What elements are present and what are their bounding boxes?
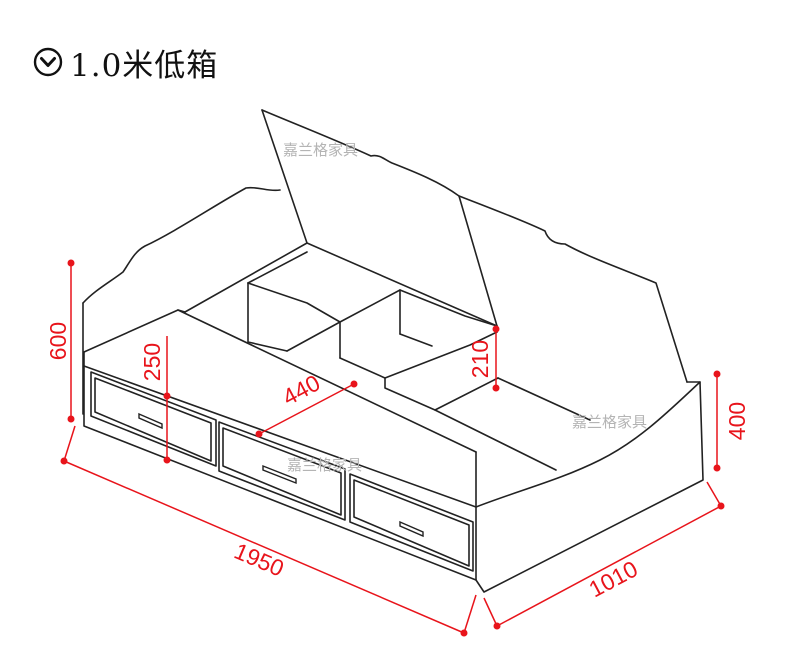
- watermarks: 嘉兰格家具 嘉兰格家具 嘉兰格家具: [283, 141, 647, 474]
- dim-label-1010: 1010: [585, 555, 642, 602]
- dimension-labels: 600 250 440 210 400 1950 1010: [45, 322, 750, 603]
- dimension-lines: [60, 259, 725, 637]
- dim-label-400: 400: [724, 402, 750, 440]
- bed-outline: [82, 109, 704, 593]
- page-title: 1.0米低箱: [32, 38, 218, 86]
- watermark-lid: 嘉兰格家具: [283, 141, 358, 159]
- title-text: 1.0米低箱: [70, 47, 219, 84]
- dim-label-250: 250: [139, 343, 165, 381]
- watermark-deck: 嘉兰格家具: [572, 413, 647, 431]
- watermark-front: 嘉兰格家具: [287, 456, 362, 474]
- drawer-handles: [138, 412, 424, 538]
- chevron-down-circle-icon: [33, 47, 63, 77]
- dim-label-210: 210: [467, 340, 493, 378]
- dim-label-600: 600: [45, 322, 71, 360]
- drawers: [90, 371, 474, 572]
